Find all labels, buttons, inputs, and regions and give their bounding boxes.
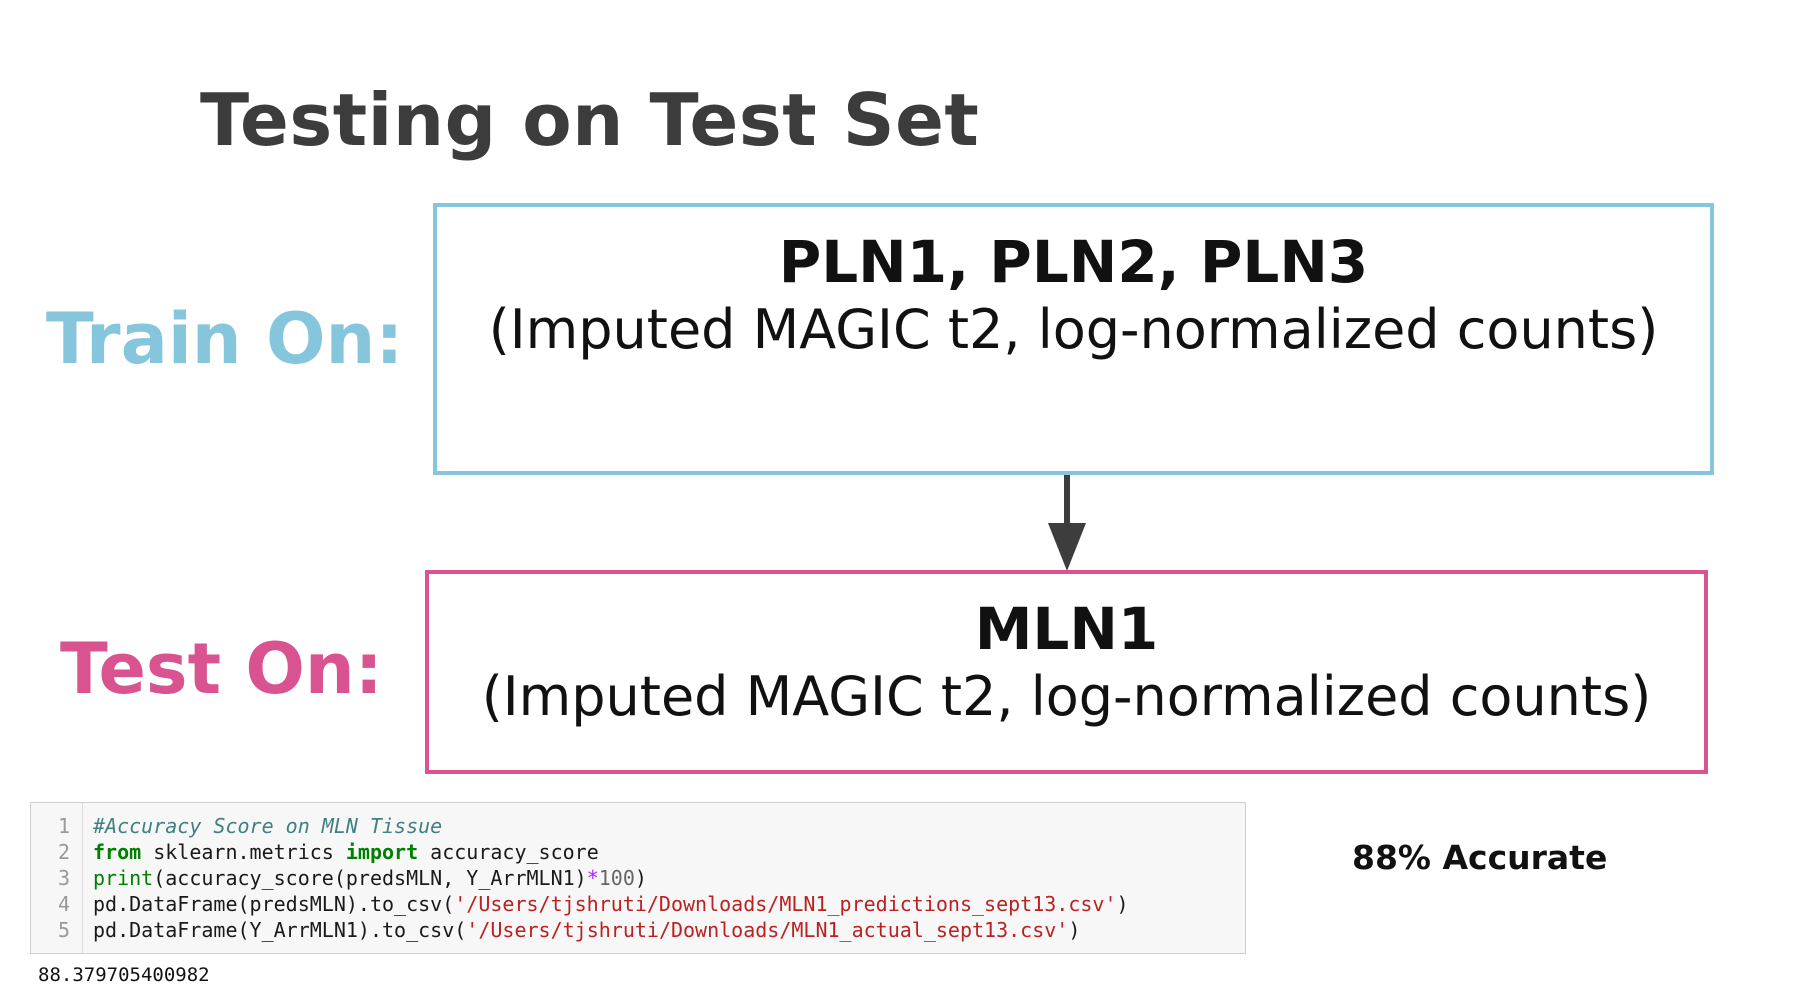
test-dataset-description: (Imputed MAGIC t2, log-normalized counts… xyxy=(481,665,1652,728)
down-arrow-icon xyxy=(1048,475,1086,571)
code-line: #Accuracy Score on MLN Tissue xyxy=(93,813,1129,839)
accuracy-result: 88% Accurate xyxy=(1352,838,1608,877)
line-number: 2 xyxy=(57,840,70,864)
code-string: '/Users/tjshruti/Downloads/MLN1_actual_s… xyxy=(466,918,1069,942)
code-text: accuracy_score xyxy=(418,840,599,864)
code-output: 88.379705400982 xyxy=(38,964,210,986)
line-number: 4 xyxy=(57,892,70,916)
code-line: pd.DataFrame(Y_ArrMLN1).to_csv('/Users/t… xyxy=(93,917,1129,943)
code-text: ) xyxy=(1068,918,1081,942)
code-line: from sklearn.metrics import accuracy_sco… xyxy=(93,839,1129,865)
code-cell[interactable]: 1 2 3 4 5 #Accuracy Score on MLN Tissue … xyxy=(30,802,1246,954)
line-number: 3 xyxy=(57,866,70,890)
test-dataset-box: MLN1 (Imputed MAGIC t2, log-normalized c… xyxy=(425,570,1708,774)
code-text: pd.DataFrame(predsMLN).to_csv( xyxy=(93,892,455,916)
line-number-gutter: 1 2 3 4 5 xyxy=(31,803,83,953)
code-builtin: print xyxy=(93,866,154,890)
code-comment: #Accuracy Score on MLN Tissue xyxy=(93,814,443,838)
code-text: pd.DataFrame(Y_ArrMLN1).to_csv( xyxy=(93,918,467,942)
line-number: 1 xyxy=(57,814,70,838)
test-dataset-heading: MLN1 xyxy=(974,595,1159,663)
code-number: 100 xyxy=(598,866,635,890)
code-text: (accuracy_score(predsMLN, Y_ArrMLN1) xyxy=(153,866,587,890)
code-text: ) xyxy=(634,866,647,890)
test-on-label: Test On: xyxy=(60,628,383,710)
code-string: '/Users/tjshruti/Downloads/MLN1_predicti… xyxy=(454,892,1117,916)
code-keyword: from xyxy=(93,840,142,864)
train-datasets-description: (Imputed MAGIC t2, log-normalized counts… xyxy=(488,298,1659,361)
code-line: print(accuracy_score(predsMLN, Y_ArrMLN1… xyxy=(93,865,1129,891)
train-datasets-box: PLN1, PLN2, PLN3 (Imputed MAGIC t2, log-… xyxy=(433,203,1714,475)
line-number: 5 xyxy=(57,918,70,942)
train-on-label: Train On: xyxy=(46,298,404,380)
code-text: sklearn.metrics xyxy=(141,840,346,864)
code-keyword: import xyxy=(345,840,419,864)
code-line: pd.DataFrame(predsMLN).to_csv('/Users/tj… xyxy=(93,891,1129,917)
code-operator: * xyxy=(586,866,599,890)
code-text: ) xyxy=(1116,892,1129,916)
code-editor[interactable]: #Accuracy Score on MLN Tissue from sklea… xyxy=(93,813,1129,943)
train-datasets-heading: PLN1, PLN2, PLN3 xyxy=(778,228,1369,296)
slide-title: Testing on Test Set xyxy=(200,78,980,162)
